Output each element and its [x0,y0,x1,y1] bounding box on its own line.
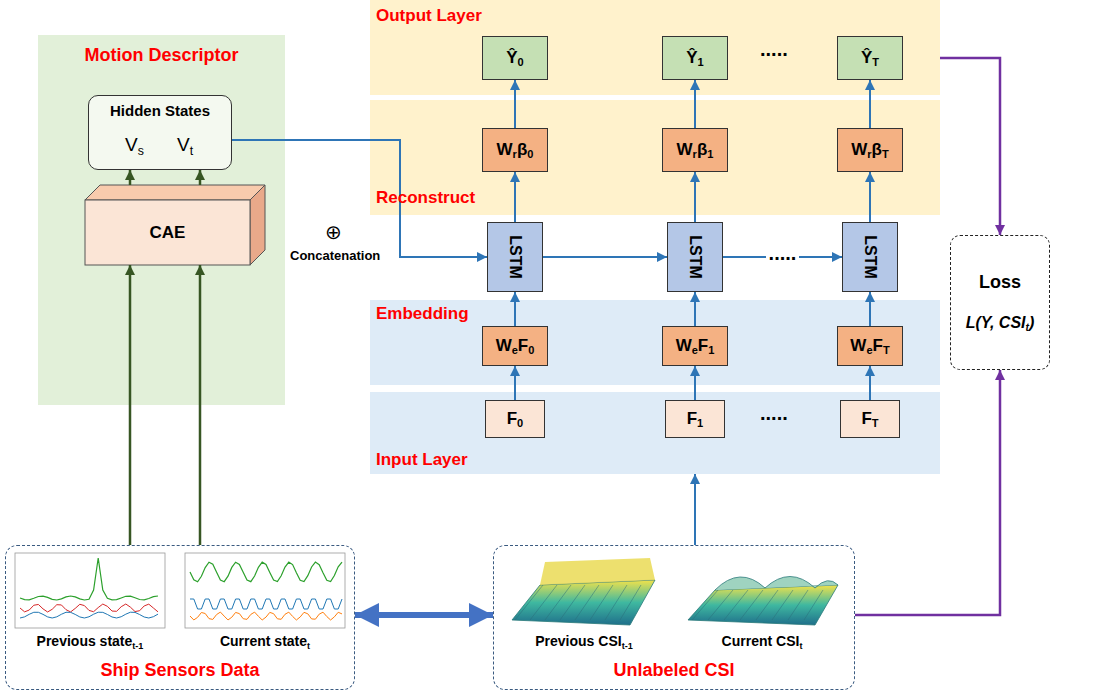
connector-arrow [514,172,516,222]
layer-box: WeFT [837,326,903,366]
ellipsis-mark: ..... [766,242,800,265]
node-text: WeFT [850,336,889,356]
layer-box: F0 [485,400,545,438]
csi-surface-plot [512,558,655,625]
group-panel: Input Layer F0 F1 FT [370,392,940,474]
node-text: LSTM [686,235,704,279]
node-text: Input Layer [376,450,468,470]
node-text: F1 [687,409,704,429]
node-text: CAE [85,200,250,265]
connector-arrow [723,256,842,258]
connector-arrow [129,170,132,185]
cae-block: CAE [85,185,265,265]
data-caption: Current CSIt [673,633,851,649]
data-caption: Previous CSIt-1 [498,633,670,649]
node-text: Wrβ1 [677,140,714,160]
node-text: LSTM [506,235,524,279]
node-text: Output Layer [376,6,482,26]
layer-box: ŶT [837,36,903,80]
node-text: WrβT [851,140,889,160]
sensor-plot [185,553,345,628]
node-text: LSTM [861,235,879,279]
node-text: Unlabeled CSI [494,660,854,681]
sensor-plot [15,553,165,628]
node-text: Vs [125,134,144,156]
layer-box: Ŷ1 [662,36,728,80]
node-text: Ŷ1 [686,48,704,68]
node-text: Motion Descriptor [38,45,285,66]
layer-box: Wrβ0 [482,128,548,172]
layer-box: Ŷ0 [482,36,548,80]
concat-label: ⊕ [325,220,342,244]
group-panel: LossL(Y, CSIt) [950,235,1050,370]
node-text: WeF1 [676,336,715,356]
connector-arrow [694,292,696,326]
connector-arrow [855,370,1000,615]
node-text: Ship Sensors Data [6,660,354,681]
connector-arrow [694,366,696,400]
node-text: Vt [177,134,193,156]
layer-box: WeF1 [662,326,728,366]
node-text: Wrβ0 [497,140,534,160]
connector-arrow [940,58,1000,235]
node-text: Embedding [376,304,469,324]
csi-surface-plot [688,577,838,626]
node-text: Hidden States [89,102,231,119]
node-text: Loss [951,272,1049,293]
ellipsis-mark: ..... [760,38,788,61]
concat-label: Concatenation [290,248,380,263]
connector-arrow [199,170,202,185]
layer-box: LSTM [487,222,543,292]
connector-arrow [514,80,516,128]
group-panel: Output LayerŶ0 Ŷ1 ŶT [370,0,940,95]
layer-box: WrβT [837,128,903,172]
connector-arrow [514,292,516,326]
connector-arrow [543,256,667,258]
connector-arrow [355,612,493,618]
ellipsis-mark: ..... [760,402,788,425]
node-text: WeF0 [496,336,535,356]
connector-arrow [869,292,871,326]
node-text: Ŷ0 [506,48,524,68]
connector-arrow [869,366,871,400]
connector-arrow [514,366,516,400]
layer-box: WeF0 [482,326,548,366]
connector-arrow [869,80,871,128]
layer-box: FT [840,400,900,438]
connector-arrow [869,172,871,222]
node-text: FT [861,409,878,429]
connector-arrow [694,172,696,222]
data-caption: Current statet [180,633,350,649]
group-panel: Unlabeled CSI [493,545,855,690]
group-panel: Hidden StatesVs Vt [88,95,232,170]
layer-box: LSTM [842,222,898,292]
connector-arrow [232,140,487,257]
layer-box: Wrβ1 [662,128,728,172]
connector-arrow [199,265,202,545]
node-text: F0 [507,409,524,429]
group-panel: Motion DescriptorHidden StatesVs VtCAE [38,35,285,405]
node-text: Reconstruct [376,188,475,208]
connector-arrow [694,80,696,128]
layer-box: LSTM [667,222,723,292]
connector-arrow [694,474,696,545]
node-text: L(Y, CSIt) [951,314,1049,332]
group-panel: Reconstruct Wrβ0 Wrβ1 WrβT [370,100,940,215]
data-caption: Previous statet-1 [10,633,170,649]
connector-arrow [129,265,132,545]
group-panel: Ship Sensors Data [5,545,355,690]
group-panel: EmbeddingWeF0 WeF1 WeFT [370,300,940,385]
layer-box: F1 [665,400,725,438]
node-text: ŶT [861,48,879,68]
